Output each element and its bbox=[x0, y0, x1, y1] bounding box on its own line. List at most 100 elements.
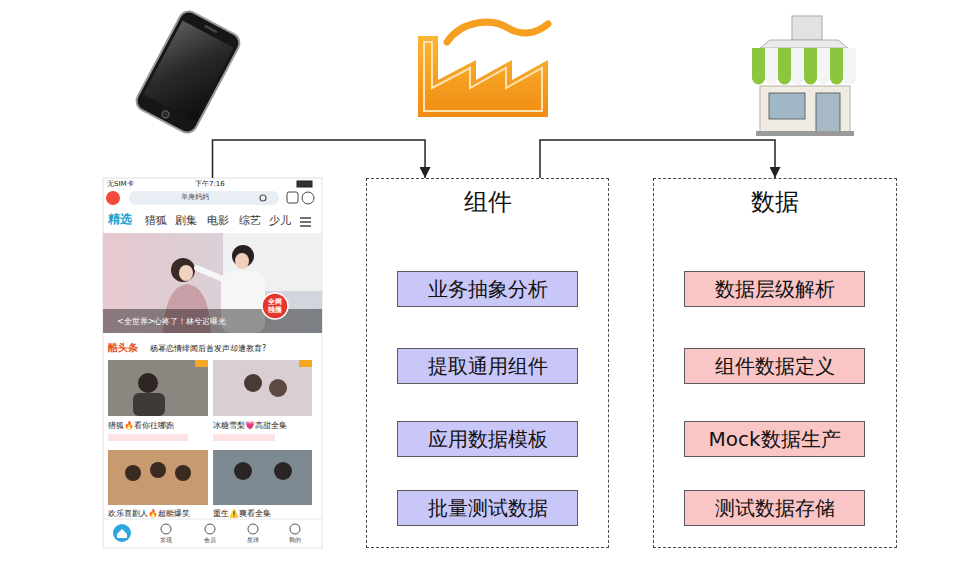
app-ui-text: 下午7:16 bbox=[195, 180, 225, 188]
app-screenshot-part bbox=[133, 393, 165, 416]
app-screenshot-part bbox=[171, 258, 195, 282]
app-ui-text: 剧集 bbox=[175, 215, 197, 228]
app-ui-text: 精选 bbox=[108, 213, 132, 227]
app-screenshot-part bbox=[106, 191, 120, 205]
shop-icon-part bbox=[804, 72, 817, 85]
panel-heading: 组件 bbox=[367, 187, 608, 217]
shop-icon-part bbox=[760, 86, 850, 133]
app-screenshot-part bbox=[150, 462, 166, 478]
app-screenshot-part bbox=[213, 360, 312, 416]
step-label: Mock数据生产 bbox=[708, 427, 840, 451]
shop-icon-part bbox=[760, 40, 848, 48]
app-screenshot-part bbox=[195, 360, 208, 367]
app-ui-text: <全世界>心疼了！林兮迟曝光 bbox=[117, 317, 226, 326]
app-screenshot-part bbox=[244, 374, 262, 392]
shop-icon bbox=[752, 16, 856, 136]
shop-icon-part bbox=[816, 93, 840, 133]
factory-icon-part bbox=[424, 42, 542, 111]
app-screenshot-part bbox=[103, 309, 322, 333]
process-box: 数据层级解析 bbox=[684, 271, 865, 307]
dashed-panel: 组件业务抽象分析提取通用组件应用数据模板批量测试数据 bbox=[366, 178, 609, 548]
app-screenshot bbox=[103, 178, 322, 548]
factory-icon-part bbox=[447, 22, 548, 42]
app-screenshot-part bbox=[213, 434, 275, 441]
elbow-arrow bbox=[540, 140, 775, 178]
app-screenshot-part bbox=[108, 434, 188, 441]
app-screenshot-part bbox=[287, 192, 298, 203]
app-screenshot-part bbox=[175, 465, 191, 481]
smartphone-icon-part bbox=[133, 8, 243, 136]
app-screenshot-part bbox=[113, 524, 131, 542]
app-screenshot-part bbox=[161, 524, 171, 534]
app-screenshot-part bbox=[299, 360, 312, 367]
shop-icon-part bbox=[752, 72, 765, 85]
step-label: 数据层级解析 bbox=[715, 277, 835, 301]
app-ui-text: 酷头条 bbox=[108, 342, 138, 354]
app-screenshot-part bbox=[103, 233, 322, 333]
app-screenshot-frame: 无SIM卡 下午7:16 单身妈妈精选猎狐剧集电影综艺少儿 <全世界>心疼了！林兮迟曝… bbox=[103, 178, 322, 548]
app-screenshot-part bbox=[260, 195, 266, 201]
app-screenshot-part bbox=[125, 465, 141, 481]
elbow-arrow bbox=[213, 140, 426, 178]
shop-icon-part bbox=[765, 72, 778, 85]
app-screenshot-part bbox=[269, 379, 287, 397]
process-box: 业务抽象分析 bbox=[397, 271, 578, 307]
app-ui-text: 我的 bbox=[289, 537, 301, 544]
app-screenshot-part bbox=[300, 218, 311, 226]
factory-icon-part bbox=[418, 36, 548, 117]
app-ui-text: 全网独播 bbox=[266, 298, 284, 314]
smartphone-icon bbox=[133, 8, 243, 136]
app-screenshot-part bbox=[234, 462, 252, 480]
app-screenshot-part bbox=[108, 360, 208, 416]
shop-icon-part bbox=[830, 72, 843, 85]
app-ui-text: 杨幂恋情绯闻后首发声却遭教育? bbox=[150, 344, 266, 353]
smartphone-icon-part bbox=[161, 110, 170, 119]
app-ui-text: 冰糖雪梨💗高甜全集 bbox=[213, 421, 287, 430]
app-screenshot-part bbox=[179, 265, 193, 281]
app-screenshot-part bbox=[197, 268, 225, 280]
app-screenshot-part bbox=[213, 450, 312, 505]
process-box: 提取通用组件 bbox=[397, 348, 578, 384]
app-ui-text: 欢乐喜剧人🔥超能爆笑 bbox=[108, 509, 190, 518]
app-ui-text: 综艺 bbox=[239, 215, 261, 228]
app-screenshot-part bbox=[262, 293, 288, 319]
shop-icon-part bbox=[791, 72, 804, 85]
shop-icon-part bbox=[817, 72, 830, 85]
app-ui-text: 猎狐🔥看你往哪跑 bbox=[108, 421, 174, 430]
app-screenshot-part bbox=[297, 181, 312, 187]
app-ui-text: 猎狐 bbox=[145, 215, 167, 228]
app-screenshot-part bbox=[108, 450, 208, 505]
factory-icon bbox=[418, 22, 548, 117]
app-ui-text: 单身妈妈 bbox=[181, 193, 209, 201]
step-label: 提取通用组件 bbox=[428, 354, 548, 378]
process-box: 应用数据模板 bbox=[397, 421, 578, 457]
shop-icon-part bbox=[778, 72, 791, 85]
process-box: 组件数据定义 bbox=[684, 348, 865, 384]
app-ui-text: 会员 bbox=[204, 537, 216, 544]
step-label: 测试数据存储 bbox=[715, 496, 835, 520]
app-ui-text: 重生⚠️爽看全集 bbox=[213, 509, 271, 518]
app-ui-text: 电影 bbox=[207, 215, 229, 228]
app-ui-text: 发现 bbox=[160, 537, 172, 544]
app-screenshot-part bbox=[129, 191, 279, 205]
app-screenshot-part bbox=[103, 519, 322, 520]
dashed-panel: 数据数据层级解析组件数据定义 Mock数据生产测试数据存储 bbox=[653, 178, 897, 548]
shop-icon-part bbox=[769, 93, 805, 119]
app-ui-text: 少儿 bbox=[269, 215, 291, 228]
smartphone-icon-part bbox=[204, 25, 218, 34]
app-screenshot-part bbox=[103, 178, 322, 548]
step-label: 业务抽象分析 bbox=[428, 277, 548, 301]
shop-icon-part bbox=[756, 131, 854, 136]
step-label: 组件数据定义 bbox=[715, 354, 835, 378]
app-ui-text: 星球 bbox=[247, 537, 259, 544]
step-label: 应用数据模板 bbox=[428, 427, 548, 451]
app-screenshot-part bbox=[235, 253, 249, 269]
panel-heading: 数据 bbox=[654, 187, 896, 217]
app-screenshot-part bbox=[205, 524, 215, 534]
process-box: 批量测试数据 bbox=[397, 490, 578, 526]
step-label: 批量测试数据 bbox=[428, 496, 548, 520]
app-ui-text: 无SIM卡 bbox=[107, 180, 134, 188]
app-screenshot-part bbox=[117, 529, 127, 538]
